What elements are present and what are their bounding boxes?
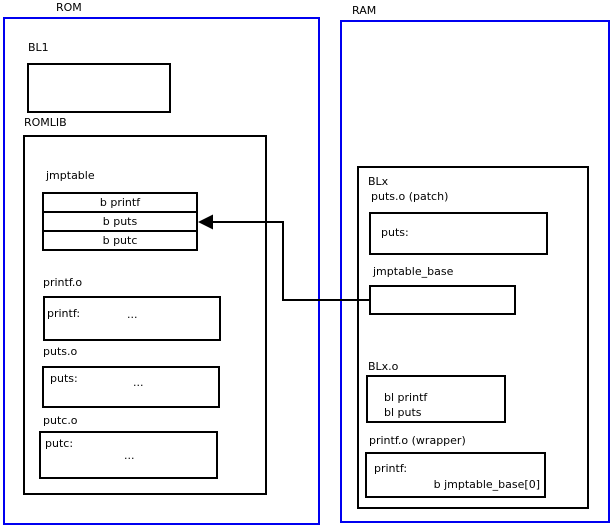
- ram-region-label: RAM: [352, 4, 377, 17]
- puts-o-label: puts.o: [43, 345, 78, 358]
- printf-body-ellipsis: ...: [127, 308, 138, 321]
- puts-o-box: puts: ...: [42, 366, 220, 408]
- printf-o-label: printf.o: [43, 276, 83, 289]
- printf-symbol: printf:: [47, 307, 81, 320]
- jmptable-label: jmptable: [46, 169, 95, 182]
- blx-box: [357, 166, 589, 509]
- printf-wrapper-branch-instruction: b jmptable_base[0]: [433, 478, 540, 491]
- putc-o-box: putc: ...: [39, 431, 218, 479]
- putc-symbol: putc:: [45, 437, 74, 450]
- printf-o-box: printf: ...: [43, 296, 221, 341]
- puts-patch-symbol: puts:: [381, 226, 409, 239]
- blx-o-bl-printf: bl printf: [384, 391, 428, 404]
- romlib-box: [23, 135, 267, 495]
- blx-o-label: BLx.o: [368, 360, 399, 373]
- printf-wrapper-box: printf: b jmptable_base[0]: [365, 452, 546, 498]
- bl1-label: BL1: [28, 41, 49, 54]
- puts-patch-box: puts:: [369, 212, 548, 255]
- jmptable-base-box: [369, 285, 516, 315]
- printf-wrapper-label: printf.o (wrapper): [369, 434, 466, 447]
- bl1-box: [27, 63, 171, 113]
- putc-o-label: putc.o: [43, 414, 78, 427]
- putc-body-ellipsis: ...: [124, 449, 135, 462]
- puts-patch-label: puts.o (patch): [371, 190, 449, 203]
- rom-region-label: ROM: [56, 1, 82, 14]
- jmptable-stack: b printf b puts b putc: [42, 192, 198, 251]
- puts-symbol: puts:: [50, 372, 78, 385]
- romlib-label: ROMLIB: [24, 116, 67, 129]
- blx-label: BLx: [368, 175, 389, 188]
- jmptable-row-b-printf: b printf: [42, 192, 198, 213]
- puts-body-ellipsis: ...: [133, 376, 144, 389]
- blx-o-box: bl printf bl puts: [366, 375, 506, 423]
- jmptable-row-b-putc: b putc: [42, 230, 198, 251]
- printf-wrapper-symbol: printf:: [374, 462, 408, 475]
- jmptable-base-label: jmptable_base: [373, 265, 454, 278]
- jmptable-row-b-puts: b puts: [42, 211, 198, 232]
- blx-o-bl-puts: bl puts: [384, 406, 422, 419]
